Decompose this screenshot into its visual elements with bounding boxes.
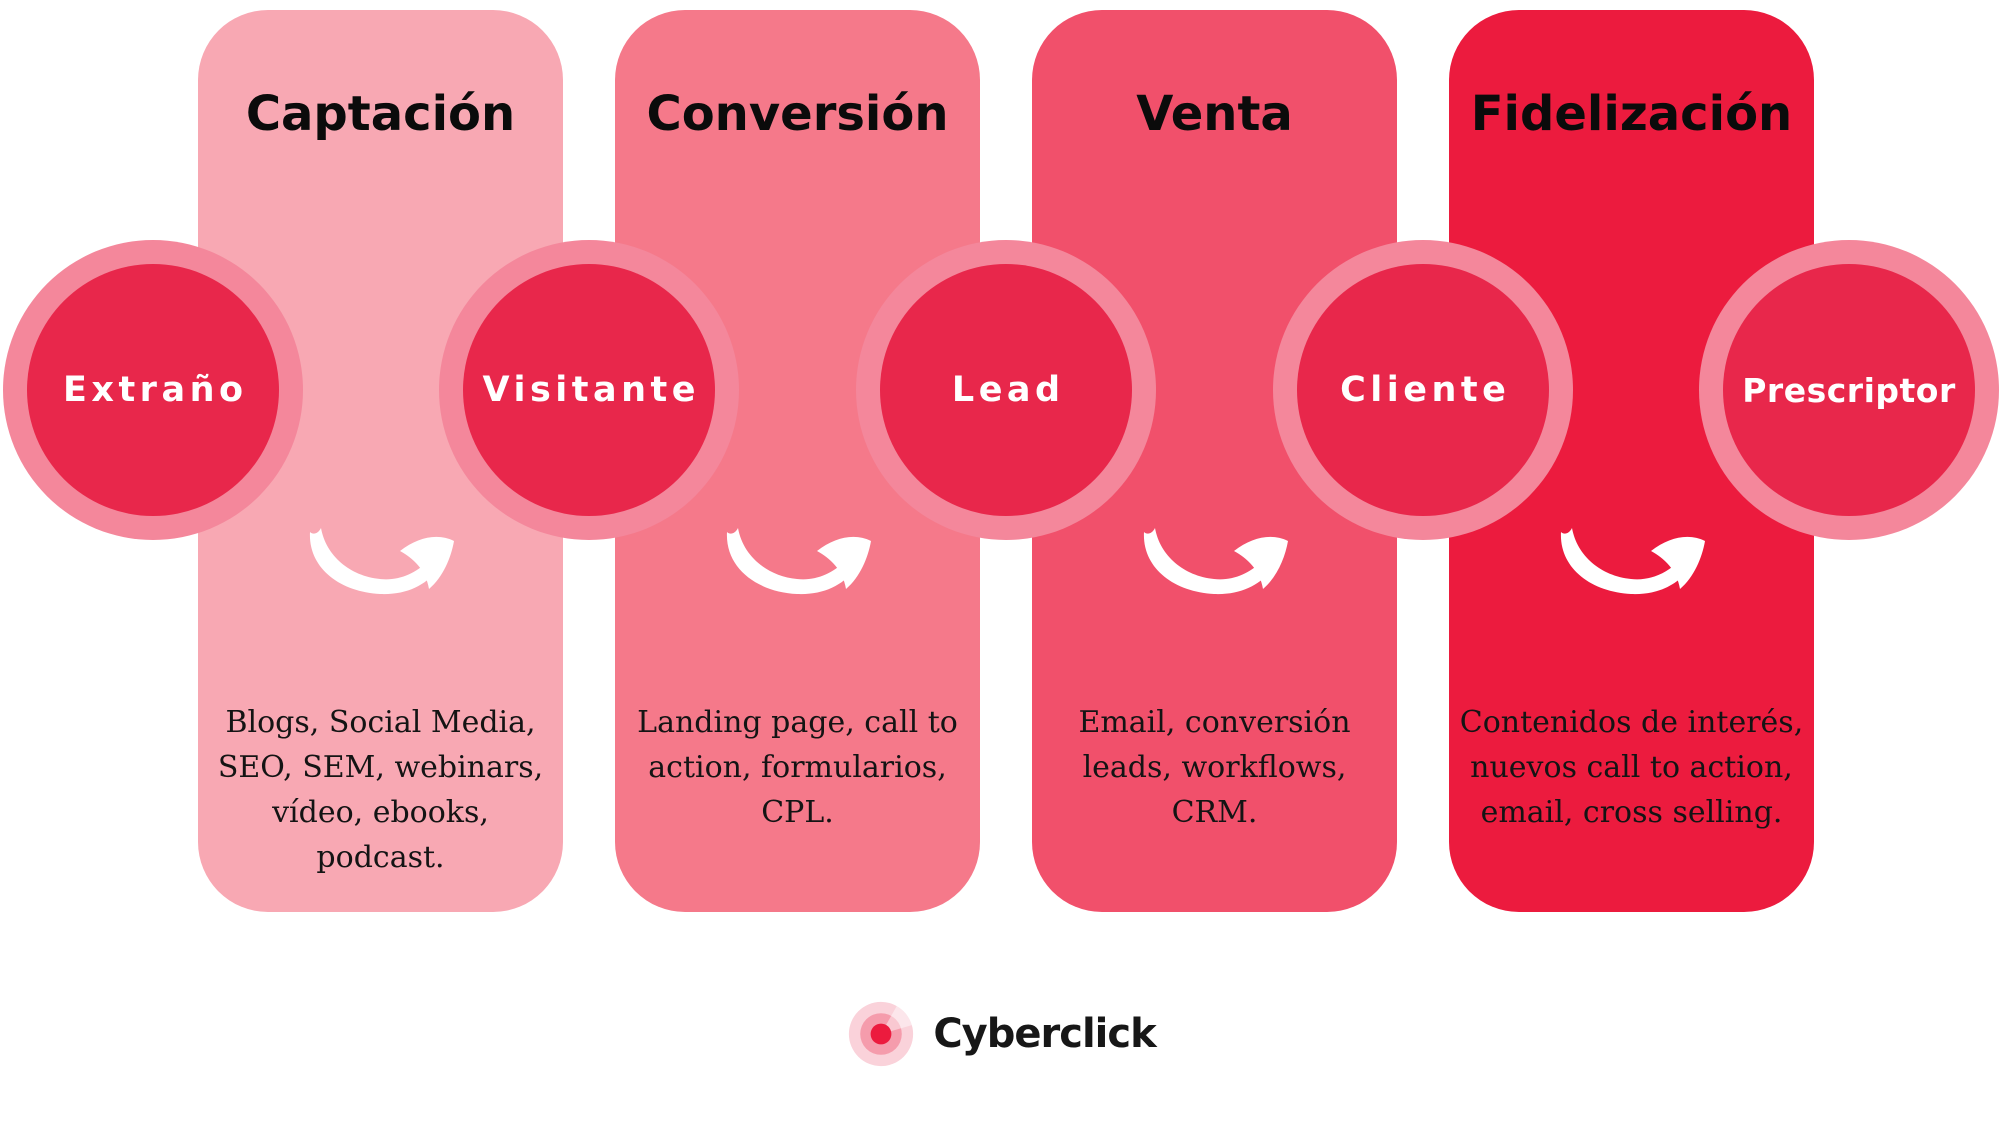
description-line: SEO, SEM, webinars, xyxy=(217,750,544,785)
description-line: email, cross selling. xyxy=(1480,795,1783,830)
description-line: leads, workflows, xyxy=(1082,750,1347,785)
stage-title: Venta xyxy=(1136,86,1293,142)
stage-description: Email, conversión leads, workflows, CRM. xyxy=(1040,700,1389,835)
description-line: CRM. xyxy=(1171,795,1258,830)
stage-description: Contenidos de interés, nuevos call to ac… xyxy=(1457,700,1806,835)
description-line: nuevos call to action, xyxy=(1470,750,1793,785)
description-line: vídeo, ebooks, podcast. xyxy=(272,795,489,875)
actor-circle-fill: Cliente xyxy=(1297,264,1549,516)
actor-label: Prescriptor xyxy=(1742,370,1956,410)
actor-circle-extrano: Extraño xyxy=(3,240,303,540)
stage-title: Conversión xyxy=(646,86,949,142)
actor-circle-lead: Lead xyxy=(856,240,1156,540)
cyberclick-target-icon xyxy=(849,1001,915,1067)
footer-brand: Cyberclick xyxy=(0,994,2003,1074)
flow-arrow-2 xyxy=(717,524,877,609)
description-line: Email, conversión xyxy=(1078,705,1351,740)
description-line: action, formularios, xyxy=(648,750,947,785)
description-line: CPL. xyxy=(761,795,834,830)
actor-label: Extraño xyxy=(62,370,248,410)
stage-description: Landing page, call to action, formulario… xyxy=(623,700,972,835)
actor-label: Visitante xyxy=(482,370,701,410)
actor-circle-cliente: Cliente xyxy=(1273,240,1573,540)
flow-arrow-4 xyxy=(1551,524,1711,609)
actor-label: Cliente xyxy=(1340,370,1511,410)
actor-circle-fill: Visitante xyxy=(463,264,715,516)
actor-label: Lead xyxy=(951,370,1065,410)
actor-circle-fill: Extraño xyxy=(27,264,279,516)
brand-name: Cyberclick xyxy=(933,1011,1156,1057)
description-line: Contenidos de interés, xyxy=(1459,705,1804,740)
actor-circle-fill: Lead xyxy=(880,264,1132,516)
stage-title: Fidelización xyxy=(1470,86,1793,142)
actor-circle-prescriptor: Prescriptor xyxy=(1699,240,1999,540)
actor-circle-visitante: Visitante xyxy=(439,240,739,540)
flow-arrow-3 xyxy=(1134,524,1294,609)
description-line: Blogs, Social Media, xyxy=(225,705,536,740)
flow-arrow-1 xyxy=(300,524,460,609)
description-line: Landing page, call to xyxy=(637,705,958,740)
stage-description: Blogs, Social Media, SEO, SEM, webinars,… xyxy=(206,700,555,880)
actor-circle-fill: Prescriptor xyxy=(1723,264,1975,516)
stage-title: Captación xyxy=(245,86,516,142)
